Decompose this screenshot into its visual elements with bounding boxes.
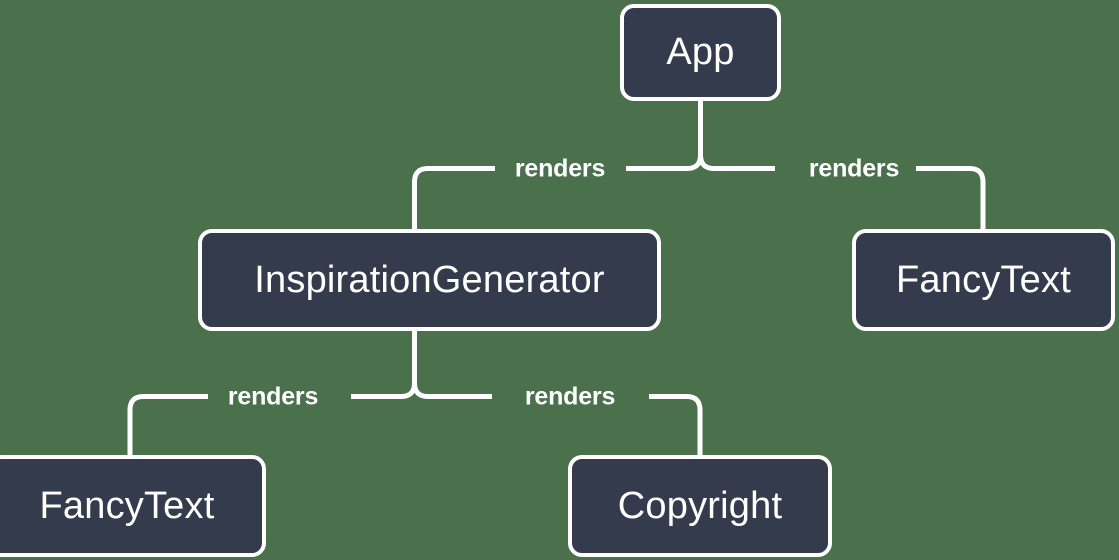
connector-inspiration-to-copyright-left-seg	[412, 382, 492, 399]
node-fancytext-bottom[interactable]: FancyText	[0, 455, 266, 557]
node-fancytext-right-label: FancyText	[896, 258, 1071, 301]
edge-label-inspiration-to-fancytext: renders	[227, 382, 319, 411]
connector-app-to-fancytext-left-seg	[698, 154, 775, 171]
connector-inspiration-to-copyright-right-seg	[649, 394, 703, 455]
node-copyright-label: Copyright	[617, 484, 783, 527]
connector-inspiration-to-fancytext-right-seg	[351, 382, 417, 399]
connector-app-to-inspiration-right-seg	[626, 154, 703, 171]
edge-label-app-to-inspiration: renders	[514, 154, 606, 183]
node-fancytext-right[interactable]: FancyText	[852, 229, 1115, 331]
node-app-label: App	[666, 31, 735, 73]
node-copyright[interactable]: Copyright	[568, 455, 832, 557]
node-inspiration-generator-label: InspirationGenerator	[254, 258, 605, 301]
node-fancytext-bottom-label: FancyText	[39, 484, 215, 527]
node-app[interactable]: App	[620, 4, 781, 101]
edge-label-app-to-fancytext: renders	[808, 154, 900, 183]
node-inspiration-generator[interactable]: InspirationGenerator	[198, 229, 661, 331]
edge-label-inspiration-to-copyright: renders	[524, 382, 616, 411]
connector-app-to-fancytext-right-seg	[916, 166, 986, 229]
connector-inspiration-to-fancytext-left-seg	[127, 394, 208, 455]
connector-app-to-inspiration-left-seg	[412, 166, 495, 229]
